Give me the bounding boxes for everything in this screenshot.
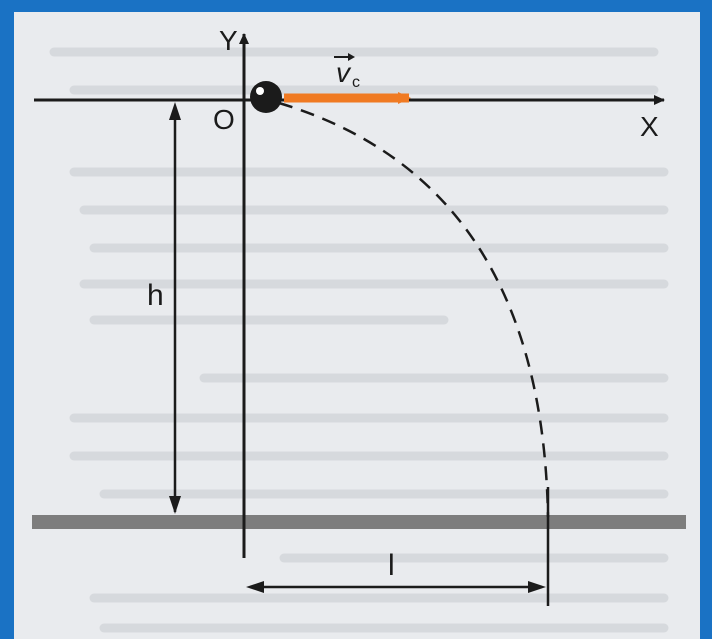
ball-highlight bbox=[256, 87, 264, 95]
height-arrow-bottom bbox=[169, 496, 181, 514]
height-label: h bbox=[147, 279, 164, 312]
trajectory-curve bbox=[278, 101, 550, 518]
projectile-diagram: Y X O h l v c bbox=[32, 25, 686, 633]
diagram-frame: Y X O h l v c bbox=[14, 12, 700, 639]
distance-label: l bbox=[388, 549, 395, 582]
distance-arrow-right bbox=[528, 581, 546, 593]
height-arrow-top bbox=[169, 102, 181, 120]
distance-arrow-left bbox=[246, 581, 264, 593]
ground-surface bbox=[32, 515, 686, 529]
origin-label: O bbox=[213, 104, 235, 135]
ball bbox=[250, 81, 282, 113]
y-axis-label: Y bbox=[219, 25, 238, 56]
velocity-symbol: v bbox=[336, 57, 352, 88]
paper-texture bbox=[49, 47, 669, 633]
velocity-subscript: c bbox=[352, 74, 360, 91]
velocity-label: v c bbox=[334, 53, 360, 91]
vector-overline-head bbox=[348, 53, 355, 61]
x-axis-label: X bbox=[640, 111, 659, 142]
